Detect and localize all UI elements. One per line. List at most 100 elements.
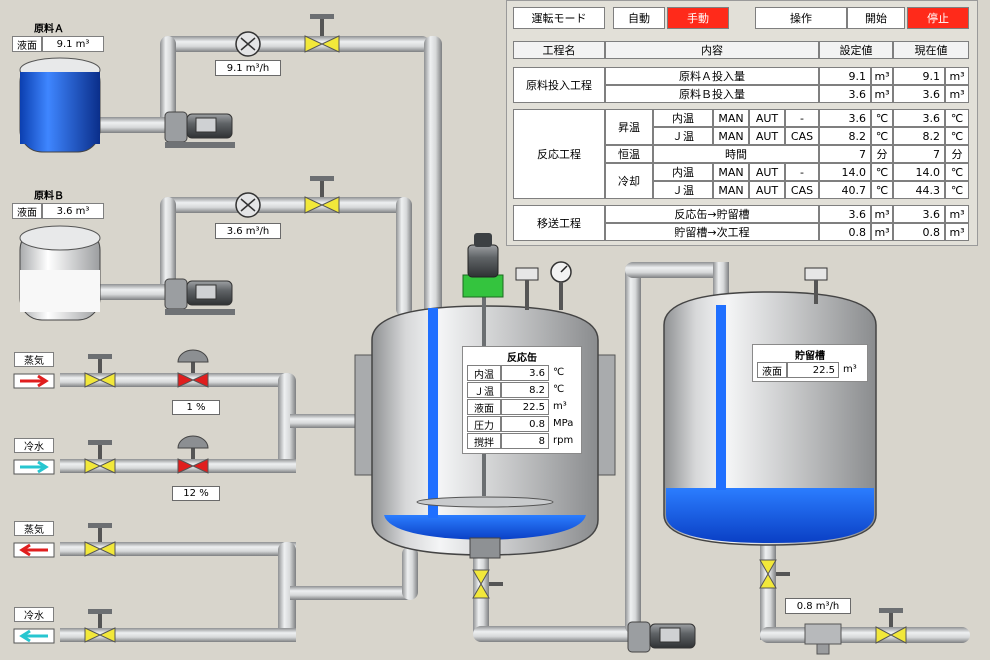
cool-label: 冷却 xyxy=(605,163,653,199)
hold-label: 恒温 xyxy=(605,145,653,163)
reactor-row-1-unit: ℃ xyxy=(553,384,565,395)
valve-reactor-outlet[interactable] xyxy=(472,569,503,599)
reactor-row-3-unit: MPa xyxy=(553,418,574,429)
react-row-4-set[interactable]: 40.7 xyxy=(819,181,871,199)
react-row-3-cas[interactable]: - xyxy=(785,163,819,181)
transfer-row-0-set[interactable]: 3.6 xyxy=(819,205,871,223)
react-row-1-set[interactable]: 8.2 xyxy=(819,127,871,145)
pipe-a xyxy=(100,36,442,336)
react-row-4-aut[interactable]: AUT xyxy=(749,181,785,199)
react-row-1-cas[interactable]: CAS xyxy=(785,127,819,145)
react-row-2-cur-unit: 分 xyxy=(945,145,969,163)
arrow-cool-in xyxy=(13,459,55,475)
storage-level-unit: m³ xyxy=(843,364,857,375)
feed-row-a-cur-unit: m³ xyxy=(945,67,969,85)
valve-next-process[interactable] xyxy=(875,608,907,644)
header-content: 内容 xyxy=(605,41,819,59)
react-row-3-item: 内温 xyxy=(653,163,713,181)
reactor-row-0-label: 内温 xyxy=(467,365,501,381)
pump-b xyxy=(164,278,235,315)
react-row-2-current: 7 xyxy=(893,145,945,163)
feed-row-b-cur-unit: m³ xyxy=(945,85,969,103)
react-row-0-cas[interactable]: - xyxy=(785,109,819,127)
react-row-4-cur-unit: ℃ xyxy=(945,181,969,199)
storage-readout: 貯留槽 液面 22.5 m³ xyxy=(752,344,868,382)
tank-a-level: 9.1 m³ xyxy=(42,36,104,52)
react-row-0-set-unit: ℃ xyxy=(871,109,893,127)
feed-process-label: 原料投入工程 xyxy=(513,67,605,103)
control-valve-cool[interactable] xyxy=(177,435,209,474)
react-process-label: 反応工程 xyxy=(513,109,605,199)
reactor-row-4-unit: rpm xyxy=(553,435,574,446)
react-row-2-set[interactable]: 7 xyxy=(819,145,871,163)
react-row-1-aut[interactable]: AUT xyxy=(749,127,785,145)
flow-out-readout: 0.8 m³/h xyxy=(785,598,851,614)
reactor-row-2-unit: m³ xyxy=(553,401,567,412)
reactor-row-2-label: 液面 xyxy=(467,399,501,415)
react-row-3-aut[interactable]: AUT xyxy=(749,163,785,181)
steam-in-label: 蒸気 xyxy=(14,352,54,367)
react-row-4-set-unit: ℃ xyxy=(871,181,893,199)
steam-out-label: 蒸気 xyxy=(14,521,54,536)
react-row-0-set[interactable]: 3.6 xyxy=(819,109,871,127)
tank-a xyxy=(19,57,101,153)
flowmeter-b xyxy=(235,192,261,218)
react-row-4-cas[interactable]: CAS xyxy=(785,181,819,199)
react-row-0-man[interactable]: MAN xyxy=(713,109,749,127)
react-row-3-current: 14.0 xyxy=(893,163,945,181)
reactor-title: 反応缶 xyxy=(507,353,537,364)
react-row-3-man[interactable]: MAN xyxy=(713,163,749,181)
control-valve-steam[interactable] xyxy=(177,349,209,388)
valve-steam-in-manual[interactable] xyxy=(84,354,116,388)
arrow-steam-out xyxy=(13,542,55,558)
flow-b-readout: 3.6 m³/h xyxy=(215,223,281,239)
valve-cool-out-manual[interactable] xyxy=(84,609,116,643)
header-process: 工程名 xyxy=(513,41,605,59)
reactor-row-3-value: 0.8 xyxy=(501,416,549,432)
valve-storage-outlet[interactable] xyxy=(759,559,790,589)
arrow-cool-out xyxy=(13,628,55,644)
react-row-0-item: 内温 xyxy=(653,109,713,127)
auto-button[interactable]: 自動 xyxy=(613,7,665,29)
feed-row-a-set-unit: m³ xyxy=(871,67,893,85)
valve-a[interactable] xyxy=(304,14,340,53)
flowmeter-a xyxy=(235,31,261,57)
react-row-4-man[interactable]: MAN xyxy=(713,181,749,199)
feed-row-b-content: 原料Ｂ投入量 xyxy=(605,85,819,103)
tank-b-title: 原料Ｂ xyxy=(34,191,64,202)
storage-title: 貯留槽 xyxy=(795,351,825,362)
react-row-0-aut[interactable]: AUT xyxy=(749,109,785,127)
start-button[interactable]: 開始 xyxy=(847,7,905,29)
storage-tank xyxy=(663,291,877,546)
tank-b-level-label: 液面 xyxy=(12,203,42,219)
react-row-2-item: 時間 xyxy=(653,145,819,163)
cool-out-label: 冷水 xyxy=(14,607,54,622)
agitator-motor xyxy=(462,233,504,298)
utility-pipes xyxy=(60,373,418,642)
feed-row-b-set[interactable]: 3.6 xyxy=(819,85,871,103)
react-row-1-man[interactable]: MAN xyxy=(713,127,749,145)
tank-b xyxy=(19,225,101,321)
pump-a xyxy=(164,111,235,148)
react-row-3-set[interactable]: 14.0 xyxy=(819,163,871,181)
react-row-3-cur-unit: ℃ xyxy=(945,163,969,181)
storage-level-label: 液面 xyxy=(757,362,787,378)
reactor-row-0-value: 3.6 xyxy=(501,365,549,381)
valve-cool-in-manual[interactable] xyxy=(84,440,116,474)
transfer-row-1-set[interactable]: 0.8 xyxy=(819,223,871,241)
process-table-panel: 運転モード 自動 手動 操作 開始 停止 工程名 内容 設定値 現在値 原料投入… xyxy=(506,0,978,246)
transfer-row-1-cur-unit: m³ xyxy=(945,223,969,241)
react-row-1-item: Ｊ温 xyxy=(653,127,713,145)
feed-row-a-set[interactable]: 9.1 xyxy=(819,67,871,85)
transfer-row-1-set-unit: m³ xyxy=(871,223,893,241)
manual-button[interactable]: 手動 xyxy=(667,7,729,29)
tank-a-level-label: 液面 xyxy=(12,36,42,52)
storage-thermometer-icon xyxy=(804,267,828,304)
transfer-row-0-cur-unit: m³ xyxy=(945,205,969,223)
flowmeter-out xyxy=(804,623,842,655)
stop-button[interactable]: 停止 xyxy=(907,7,969,29)
valve-b[interactable] xyxy=(304,176,340,214)
reactor-readout: 反応缶 内温 3.6 ℃ Ｊ温 8.2 ℃ 液面 22.5 m³ 圧力 0.8 … xyxy=(462,346,582,454)
valve-steam-out-manual[interactable] xyxy=(84,523,116,557)
